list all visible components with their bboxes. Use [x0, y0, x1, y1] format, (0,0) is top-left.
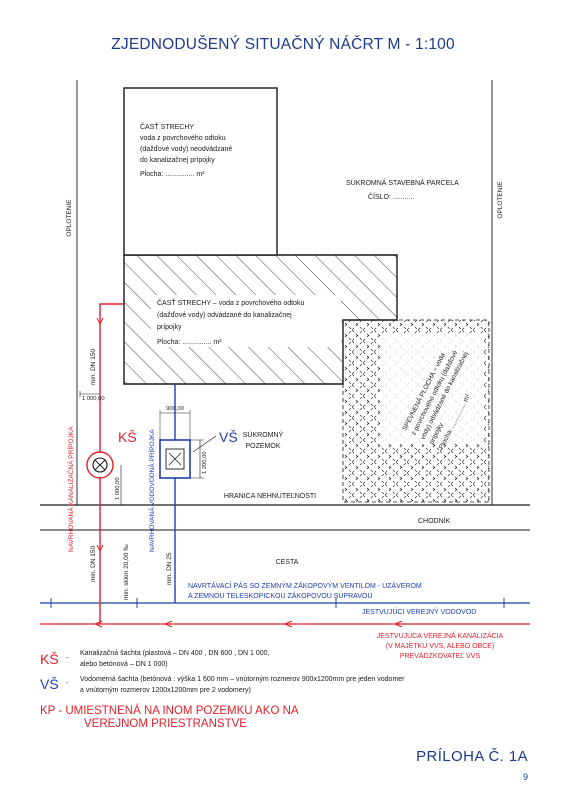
proposed-sewer-pipe: [99, 303, 124, 624]
sewer-flow-arrow: [164, 620, 173, 628]
dn150-upper-label: min. DN 150: [90, 348, 97, 385]
legend-ks-line2: alebo betónová – DN 1 000): [80, 661, 168, 668]
roof1-line1: voda z povrchového odtoku: [140, 135, 226, 142]
tape-label-line1: NAVRTÁVACÍ PÁS SO ZEMNÝM ZÁKOPOVÝM VENTI…: [188, 581, 422, 590]
road-label: CESTA: [276, 559, 299, 566]
roof1-area: Plocha: ............... m²: [140, 171, 205, 178]
legend-vs-dash: -: [66, 680, 69, 687]
roof2-area: Plocha: ............... m²: [157, 339, 222, 346]
legend-vs-line1: Vodomerná šachta (betónová : výška 1 600…: [80, 676, 405, 683]
existing-sewer-line1: JESTVUJÚCA VEREJNÁ KANALIZÁCIA: [377, 631, 504, 640]
roof1-title: ČASŤ STRECHY: [140, 122, 194, 131]
paved-label-bg: [380, 334, 484, 444]
sewer-flow-arrow: [394, 620, 403, 628]
existing-sewer-line3: PREVÁDZKOVATEĽ VVS: [400, 651, 481, 660]
page-title: ZJEDNODUŠENÝ SITUAČNÝ NÁČRT M - 1:100: [111, 36, 455, 53]
dn25-label: min. DN 25: [166, 552, 173, 585]
sewer-flow-arrow: [94, 620, 103, 628]
parcel-title: SÚKROMNÁ STAVEBNÁ PARCELA: [346, 178, 459, 187]
vs-leader: [192, 435, 217, 453]
boundary-label: HRANICA NEHNUTEĽNOSTI: [224, 493, 316, 500]
dn150-lower-label: min. DN 150: [90, 545, 97, 582]
legend-vs-line2: a vnútorným rozmerov 1200x1200mm pre 2 v…: [80, 687, 251, 694]
roof2-line2: (dažďové vody) odvádzané do kanalizačnej: [157, 312, 292, 319]
legend-vs-symbol: VŠ: [40, 676, 59, 692]
legend-kp-line2: VEREJNOM PRIESTRANSTVE: [84, 718, 247, 730]
vs-mark: VŠ: [219, 429, 238, 445]
dim-1000-top: 1 000,00: [82, 396, 105, 402]
roof2-line3: prípojky: [157, 324, 182, 331]
dim-1200: 1 200,00: [202, 451, 208, 474]
sidewalk-label: CHODNÍK: [418, 516, 451, 525]
manhole-cross: [94, 459, 106, 471]
slope-label: min. sklon 20,00 ‰: [123, 544, 130, 600]
proposed-sewer-label: NAVRHOVANÁ KANALIZAČNÁ PRÍPOJKA: [66, 426, 75, 552]
dim-900: 900,00: [166, 406, 184, 412]
existing-water-label: JESTVUJÚCI VEREJNÝ VODOVOD: [362, 607, 476, 616]
legend-ks-line1: Kanalizačná šachta (plastová – DN 400 , …: [80, 650, 270, 657]
roof-drained-label-bg: [151, 295, 341, 347]
roof-undrained-area: [123, 87, 278, 256]
sewer-flow-arrow: [284, 620, 293, 628]
ks-mark: KŠ: [118, 429, 137, 445]
sewer-pipe-arrow: [96, 544, 104, 553]
annex-label: PRÍLOHA Č. 1A: [416, 748, 528, 765]
legend-ks-symbol: KŠ: [40, 651, 59, 667]
legend-kp-line1: KP - UMIESTNENÁ NA INOM POZEMKU AKO NA: [40, 704, 299, 717]
parcel-number: ČÍSLO: ...........: [368, 192, 414, 201]
private-land-line1: SÚKROMNÝ: [243, 430, 284, 439]
dim-1000-side: 1 000,00: [115, 477, 121, 500]
fence-label-left: OPLOTENIE: [66, 199, 73, 237]
proposed-water-label: NAVRHOVANÁ VODOVODNÁ PRÍPOJKA: [147, 429, 156, 552]
existing-sewer-line2: (V MAJETKU VVS, ALEBO OBCE): [386, 643, 495, 650]
tape-label-line2: A ZEMNOU TELESKOPICKOU ZÁKOPOVOU SÚPRAVO…: [188, 591, 373, 600]
shaft-cross: [168, 452, 182, 466]
roof2-line1: ČASŤ STRECHY – voda z povrchového odtoku: [157, 298, 304, 307]
roof1-line3: do kanalizačnej prípojky: [140, 157, 215, 164]
page-number: 9: [522, 772, 528, 782]
private-land-line2: POZEMOK: [245, 443, 280, 450]
sewer-pipe-arrow: [96, 317, 104, 326]
fence-label-right: OPLOTENIE: [497, 181, 504, 219]
roof1-line2: (dažďové vody) neodvádzané: [140, 146, 232, 153]
legend-ks-dash: -: [66, 655, 69, 662]
